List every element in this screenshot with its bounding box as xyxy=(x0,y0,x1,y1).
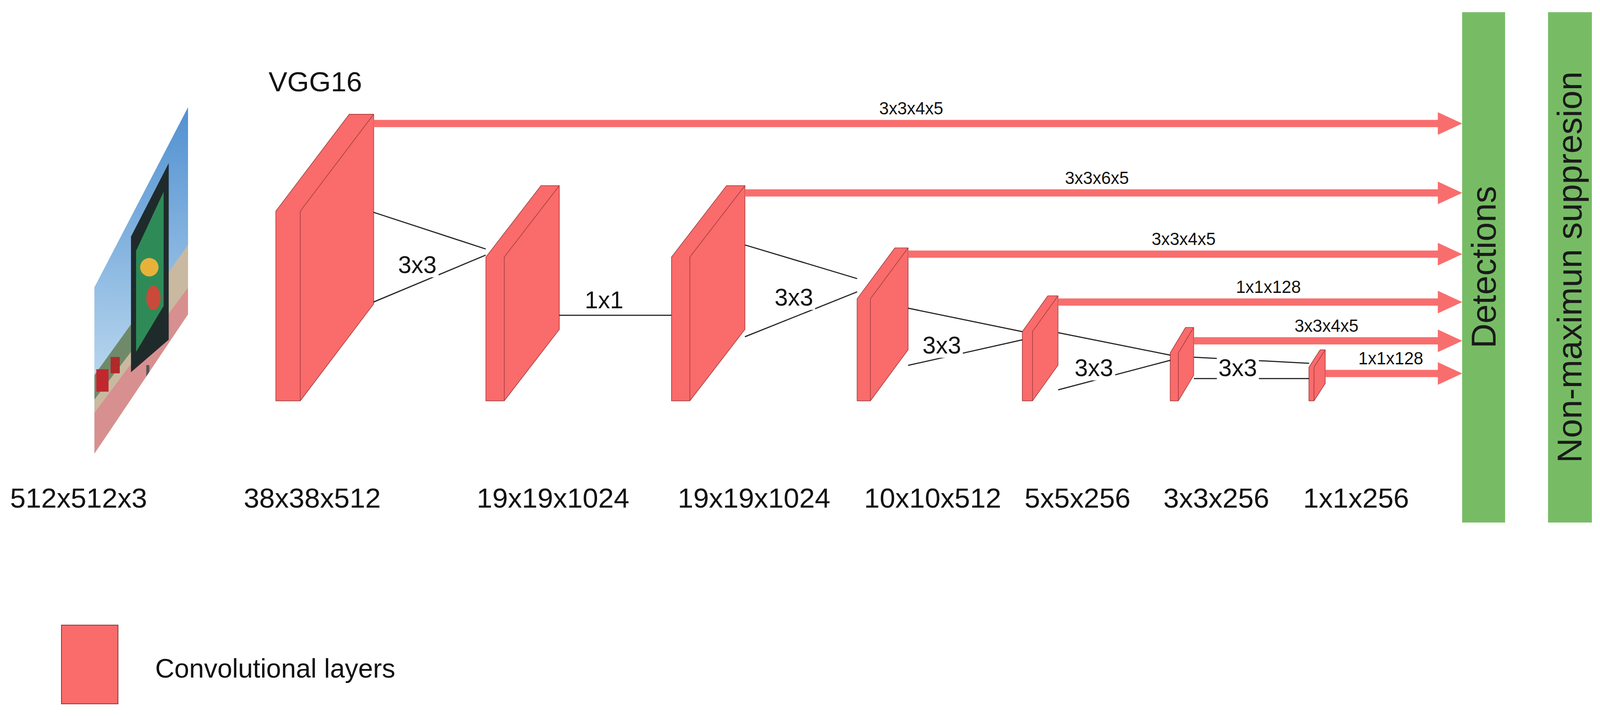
kernel-label: 1x1x128 xyxy=(1235,278,1301,296)
conv-block xyxy=(856,247,909,401)
kernel-label: 3x3 xyxy=(920,332,963,358)
tensor-size: 19x19x1024 xyxy=(677,484,831,513)
nms-bar: Non-maximun suppresion xyxy=(1548,12,1592,523)
conv-layer: 10x10x512 xyxy=(856,248,909,402)
legend-text: Convolutional layers xyxy=(155,654,396,682)
conv-block-edge xyxy=(504,185,560,401)
conv-layer: 1x1x256 xyxy=(1309,349,1326,401)
conv-connection xyxy=(1058,332,1171,390)
kernel-label: 1x1x128 xyxy=(1358,349,1424,368)
conv-block xyxy=(1170,327,1194,401)
kernel-label: 3x3x4x5 xyxy=(1294,317,1359,335)
bar-title: Non-maximun suppresion xyxy=(1552,71,1587,464)
conv-block xyxy=(671,185,745,401)
conv-connection xyxy=(744,244,857,337)
kernel-label: 3x3x4x5 xyxy=(1151,230,1216,248)
network-name: VGG16 xyxy=(268,67,363,96)
tensor-size: 512x512x3 xyxy=(9,484,147,513)
tensor-size: 5x5x256 xyxy=(1024,484,1131,513)
conv-block xyxy=(1022,295,1059,401)
tensor-size: 3x3x256 xyxy=(1163,484,1270,513)
conv-connection xyxy=(908,308,1023,366)
legend-swatch xyxy=(61,624,118,705)
conv-block-edge xyxy=(870,247,909,401)
conv-block xyxy=(485,185,560,401)
conv-block-edge xyxy=(1313,349,1326,401)
conv-layer: 5x5x256 xyxy=(1022,296,1059,402)
tensor-size: 1x1x256 xyxy=(1303,484,1409,513)
conv-layer: VGG1638x38x512 xyxy=(275,114,374,401)
conv-block-edge xyxy=(1178,327,1194,401)
kernel-label: 3x3x6x5 xyxy=(1064,169,1130,187)
tensor-size: 10x10x512 xyxy=(864,484,1002,513)
kernel-label: 3x3 xyxy=(1216,354,1259,381)
kernel-label: 1x1 xyxy=(584,287,624,312)
input-image xyxy=(92,102,195,460)
conv-block-edge xyxy=(689,185,745,401)
conv-block-edge xyxy=(1032,295,1058,401)
conv-block xyxy=(1308,349,1326,401)
conv-layer: 19x19x1024 xyxy=(485,185,560,401)
kernel-label: 3x3 xyxy=(772,283,815,310)
conv-block xyxy=(275,114,374,401)
conv-layer: 3x3x256 xyxy=(1170,327,1195,402)
input-image-node: 512x512x3 xyxy=(94,107,189,455)
tensor-size: 38x38x512 xyxy=(243,484,381,513)
detections-bar: Detections xyxy=(1462,12,1506,523)
conv-layer: 19x19x1024 xyxy=(671,185,746,401)
bar-title: Detections xyxy=(1466,186,1502,349)
kernel-label: 3x3x4x5 xyxy=(879,99,944,118)
kernel-label: 3x3 xyxy=(1072,354,1115,381)
conv-block-edge xyxy=(300,114,374,401)
conv-connection xyxy=(559,314,672,316)
kernel-label: 3x3 xyxy=(396,251,439,278)
conv-connection xyxy=(373,212,486,303)
tensor-size: 19x19x1024 xyxy=(476,484,630,513)
